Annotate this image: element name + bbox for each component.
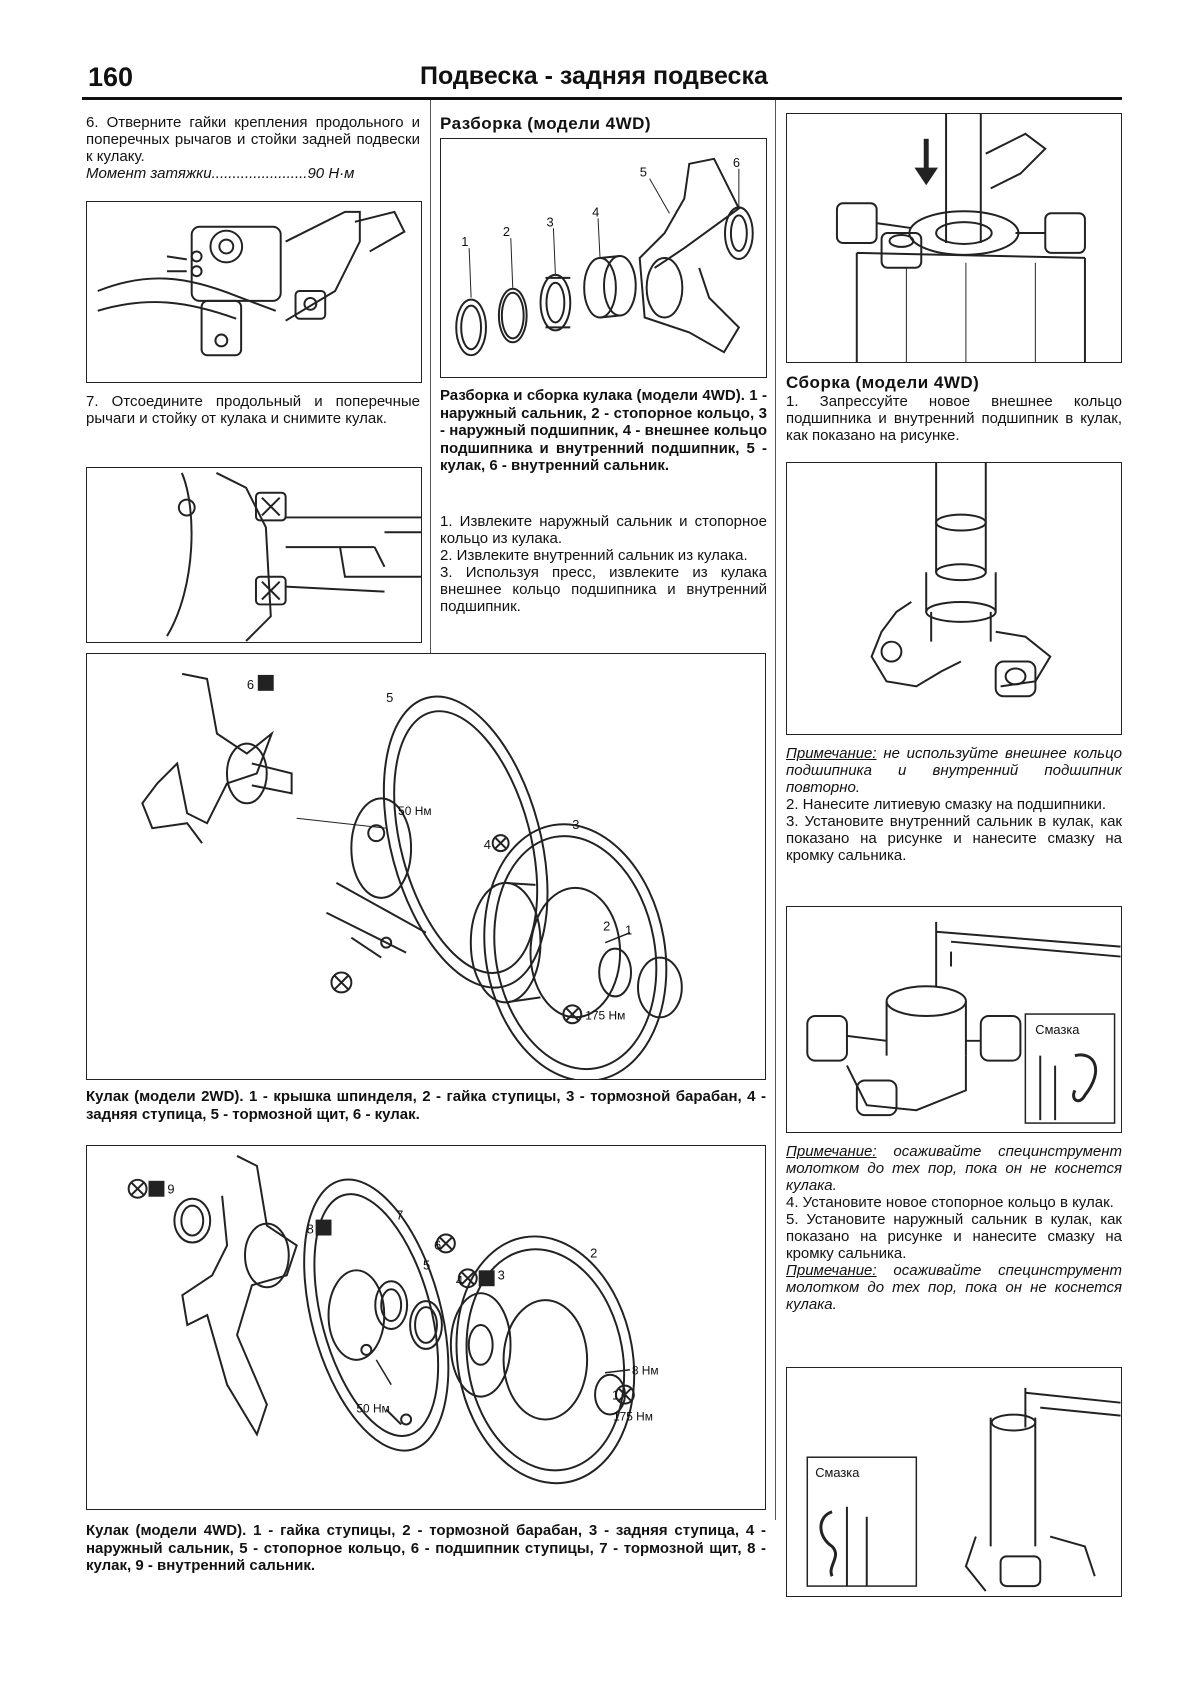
exploded-label: 4 (592, 204, 599, 219)
assembly-notes-1: Примечание: не используйте внешнее кольц… (786, 745, 1122, 864)
torque-50: 50 Нм (356, 1402, 389, 1416)
column-divider (430, 100, 431, 670)
part-label: 2 (590, 1245, 597, 1260)
torque-8: 8 Нм (632, 1364, 659, 1378)
assembly-step-4: 4. Установите новое стопорное кольцо в к… (786, 1194, 1114, 1211)
part-label: 3 (572, 817, 579, 832)
part-label: 7 (396, 1208, 403, 1223)
disassembly-step-3: 3. Используя пресс, извлеките из кулака … (440, 564, 767, 615)
part-label: 5 (386, 690, 393, 705)
figure-knuckle-removal (86, 467, 422, 643)
torque-50: 50 Нм (398, 804, 431, 818)
part-label: 9 (167, 1182, 174, 1197)
assembly-step-5: 5. Установите наружный сальник в кулак, … (786, 1211, 1122, 1262)
torque-175: 175 Нм (585, 1008, 625, 1022)
part-label: 4 (484, 837, 491, 852)
page-number: 160 (88, 62, 134, 92)
grease-label: Смазка (815, 1465, 860, 1480)
section-heading-assembly: Сборка (модели 4WD) (786, 373, 980, 392)
assembly-step-1: 1. Запрессуйте новое внешнее кольцо подш… (786, 393, 1122, 444)
figure-knuckle-4wd: 9 8 7 6 5 4 3 2 1 50 Нм 8 Нм 175 Нм (86, 1145, 766, 1510)
figure-press-bearing (786, 113, 1122, 363)
column-divider (775, 100, 776, 1520)
exploded-label: 3 (546, 214, 553, 229)
assembly-step-2: 2. Нанесите литиевую смазку на подшипник… (786, 796, 1107, 813)
part-label: 2 (603, 919, 610, 934)
step-7-text: 7. Отсоедините продольный и поперечные р… (86, 393, 420, 427)
part-label: 1 (612, 1388, 619, 1403)
step-6-text: 6. Отверните гайки крепления продольного… (86, 114, 420, 182)
figure-knuckle-bolts (86, 201, 422, 383)
page-title: Подвеска - задняя подвеска (420, 62, 768, 90)
disassembly-steps: 1. Извлеките наружный сальник и стопорно… (440, 513, 767, 615)
torque-spec: Момент затяжки.......................90 … (86, 165, 355, 182)
figure-inner-seal: Смазка (786, 906, 1122, 1133)
note-3: Примечание: осаживайте специнструмент мо… (786, 1262, 1122, 1313)
grease-label: Смазка (1035, 1022, 1080, 1037)
exploded-label: 6 (733, 155, 740, 170)
exploded-label: 1 (461, 234, 468, 249)
assembly-notes-2: Примечание: осаживайте специнструмент мо… (786, 1143, 1122, 1313)
part-label: 6 (434, 1237, 441, 1252)
part-label: 6 (247, 677, 254, 692)
figure-knuckle-2wd: 6 5 4 3 2 1 50 Нм 175 Нм (86, 653, 766, 1080)
part-label: 1 (625, 923, 632, 938)
exploded-label: 5 (640, 165, 647, 180)
note-2: Примечание: осаживайте специнструмент мо… (786, 1143, 1122, 1194)
part-label: 4 (456, 1273, 463, 1288)
part-label: 8 (307, 1222, 314, 1237)
torque-175: 175 Нм (613, 1409, 653, 1423)
exploded-label: 2 (503, 224, 510, 239)
figure-caption-4wd-bearing: Разборка и сборка кулака (модели 4WD). 1… (440, 387, 767, 474)
disassembly-step-1: 1. Извлеките наружный сальник и стопорно… (440, 513, 767, 547)
header-rule (82, 97, 1122, 100)
note-1: Примечание: не используйте внешнее кольц… (786, 745, 1122, 796)
part-label: 5 (423, 1257, 430, 1272)
figure-caption-2wd: Кулак (модели 2WD). 1 - крышка шпинделя,… (86, 1088, 766, 1123)
part-label: 3 (498, 1267, 505, 1282)
figure-outer-seal: Смазка (786, 1367, 1122, 1597)
section-heading-disassembly: Разборка (модели 4WD) (440, 114, 652, 133)
figure-press-tool (786, 462, 1122, 735)
figure-caption-4wd: Кулак (модели 4WD). 1 - гайка ступицы, 2… (86, 1522, 766, 1574)
figure-exploded-4wd-bearing: 1 2 3 4 5 6 (440, 138, 767, 378)
disassembly-step-2: 2. Извлеките внутренний сальник из кулак… (440, 547, 748, 564)
assembly-step-3: 3. Установите внутренний сальник в кулак… (786, 813, 1122, 864)
